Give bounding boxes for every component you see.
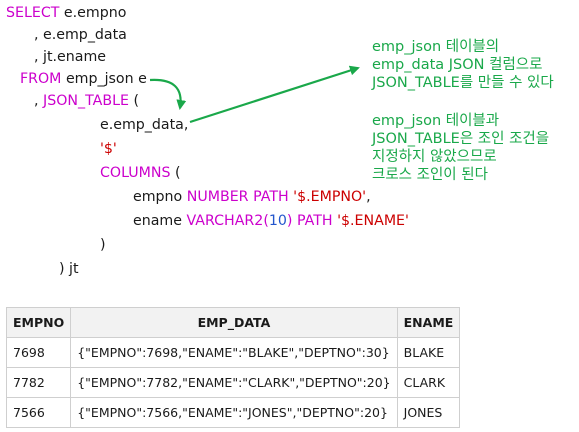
code-line-1: SELECT e.empno (6, 2, 126, 24)
code-line-9: empno NUMBER PATH '$.EMPNO', (133, 186, 371, 208)
keyword-columns: COLUMNS (100, 165, 171, 181)
code-text: ename (133, 213, 187, 229)
cell-empno: 7782 (5, 367, 72, 398)
string-literal: '$.EMPNO' (293, 189, 367, 205)
cell-ename: CLARK (396, 367, 461, 398)
code-text: emp_json e (61, 71, 147, 87)
table-row: 7566 {"EMPNO":7566,"ENAME":"JONES","DEPT… (5, 397, 461, 428)
code-text: , jt.ename (34, 49, 106, 65)
sql-code-block: SELECT e.empno , e.emp_data , jt.ename F… (6, 2, 409, 277)
result-table: EMPNO EMP_DATA ENAME 7698 {"EMPNO":7698,… (5, 307, 461, 428)
keyword-path: PATH (296, 213, 333, 229)
code-line-10: ename VARCHAR2(10) PATH '$.ENAME' (133, 210, 409, 232)
code-line-8: COLUMNS ( (100, 162, 181, 184)
cell-ename: BLAKE (396, 337, 461, 368)
code-text: , (34, 93, 44, 109)
keyword-json-table: JSON_TABLE (43, 93, 129, 109)
keyword-from: FROM (20, 71, 62, 87)
number-literal: 10 (268, 213, 287, 229)
column-header-ename: ENAME (396, 307, 461, 338)
cell-emp-data: {"EMPNO":7698,"ENAME":"BLAKE","DEPTNO":3… (70, 337, 398, 368)
cell-emp-data: {"EMPNO":7782,"ENAME":"CLARK","DEPTNO":2… (70, 367, 398, 398)
code-paren: ( (263, 213, 269, 229)
code-text: , (366, 189, 371, 205)
code-line-12: ) jt (59, 258, 79, 280)
code-line-5: , JSON_TABLE ( (34, 90, 139, 112)
code-line-4: FROM emp_json e (20, 68, 147, 90)
keyword-varchar2: VARCHAR2 (186, 213, 264, 229)
code-line-7: '$' (100, 138, 117, 160)
code-text: ( (170, 165, 181, 181)
table-row: 7782 {"EMPNO":7782,"ENAME":"CLARK","DEPT… (5, 367, 461, 398)
cell-ename: JONES (396, 397, 461, 428)
code-text: empno (133, 189, 187, 205)
keyword-path: PATH (253, 189, 289, 205)
annotation-note-1: emp_json 테이블의 emp_data JSON 컬럼으로 JSON_TA… (372, 39, 554, 91)
string-literal: '$' (100, 141, 117, 157)
code-line-11: ) (100, 234, 106, 256)
cell-emp-data: {"EMPNO":7566,"ENAME":"JONES","DEPTNO":2… (70, 397, 398, 428)
code-text: ( (128, 93, 140, 109)
code-paren: ) (286, 213, 293, 229)
straight-arrow (189, 65, 360, 124)
code-text: ) (100, 237, 106, 253)
cell-empno: 7566 (5, 397, 72, 428)
annotation-arrows (149, 65, 360, 124)
curved-arrow (149, 78, 187, 110)
code-line-3: , jt.ename (34, 46, 106, 68)
code-text: e.emp_data, (100, 117, 189, 133)
keyword-number: NUMBER (186, 189, 249, 205)
annotation-note-2: emp_json 테이블과 JSON_TABLE은 조인 조건을 지정하지 않았… (372, 113, 550, 183)
code-line-2: , e.emp_data (34, 24, 127, 46)
code-text: e.empno (59, 5, 127, 21)
cell-empno: 7698 (5, 337, 72, 368)
code-text: ) jt (59, 261, 79, 277)
column-header-empno: EMPNO (5, 307, 72, 338)
code-text: , e.emp_data (34, 27, 127, 43)
string-literal: '$.ENAME' (337, 213, 409, 229)
keyword-select: SELECT (6, 5, 60, 21)
code-line-6: e.emp_data, (100, 114, 188, 136)
column-header-emp-data: EMP_DATA (70, 307, 398, 338)
table-row: 7698 {"EMPNO":7698,"ENAME":"BLAKE","DEPT… (5, 337, 461, 368)
table-header-row: EMPNO EMP_DATA ENAME (5, 307, 461, 338)
